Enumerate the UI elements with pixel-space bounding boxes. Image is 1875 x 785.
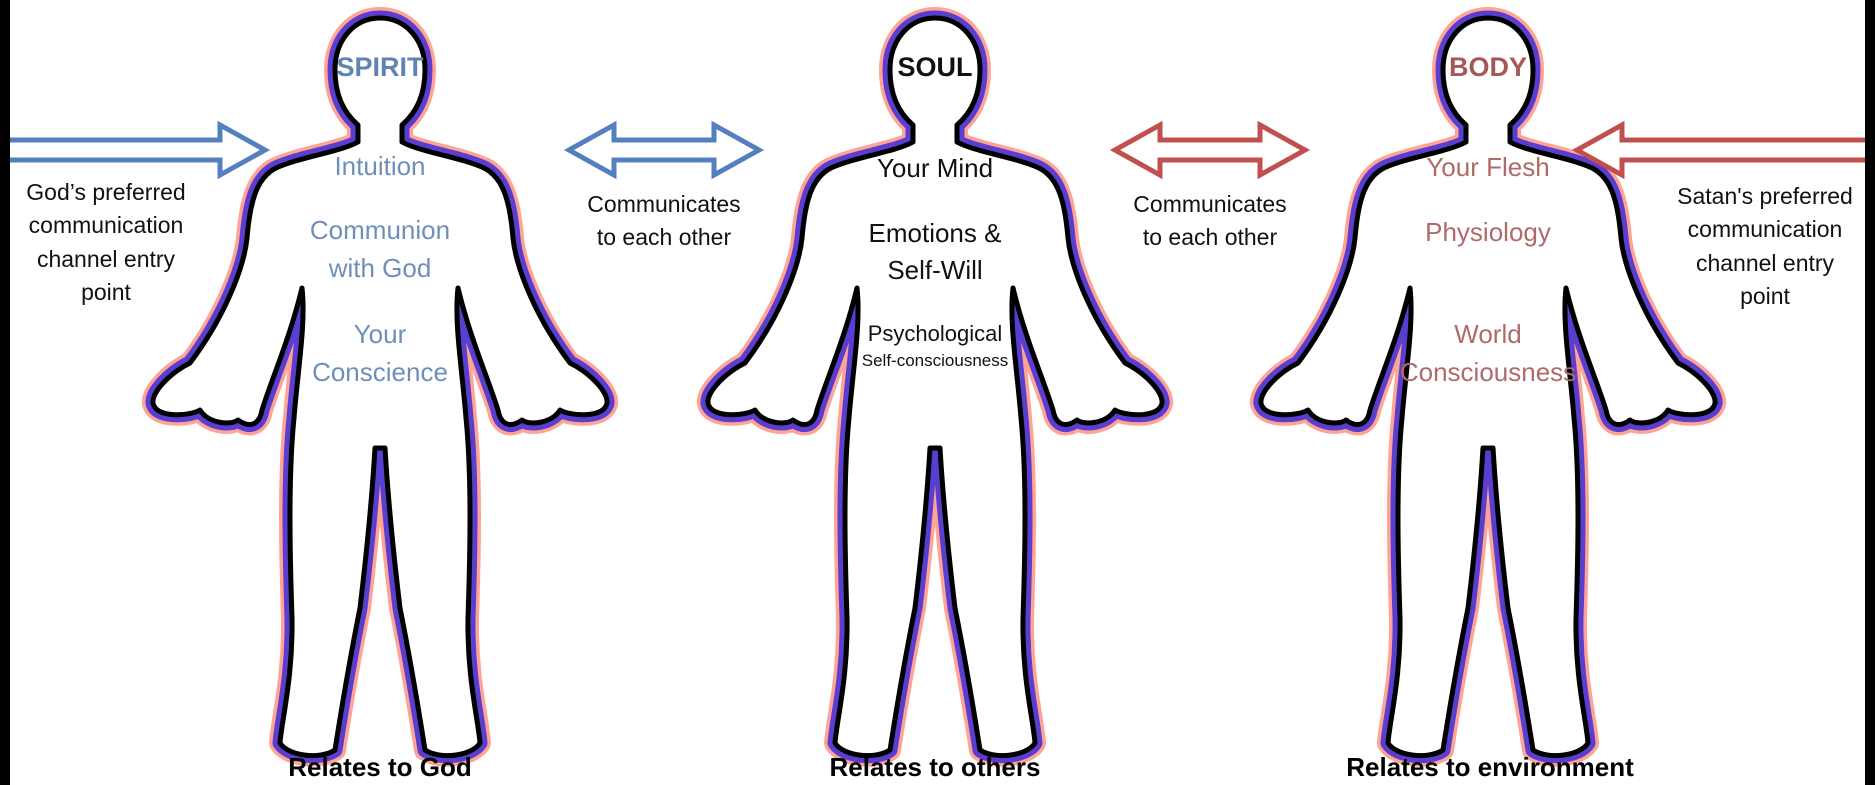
spirit-soul-link-caption: Communicates to each other (554, 188, 774, 255)
satan-caption-line-1: Satan's preferred (1677, 183, 1853, 209)
spirit-line-intuition: Intuition (334, 151, 426, 181)
satan-caption-line-4: point (1740, 283, 1790, 310)
spirit-soul-double-arrow (569, 125, 759, 175)
god-entry-arrow (10, 125, 265, 175)
soul-figure-outline (708, 18, 1162, 756)
soul-relates-label: Relates to others (829, 752, 1041, 782)
god-caption-line-1: God’s preferred (26, 179, 186, 205)
spirit-relates-label: Relates to God (288, 752, 472, 782)
soul-title: SOUL (897, 52, 973, 82)
spirit-line-communion: Communion (309, 215, 451, 245)
body-line-world: World (1454, 319, 1522, 349)
soul-line-psychological: Psychological (867, 321, 1003, 346)
spirit-line-with-god: with God (328, 253, 432, 283)
body-line-flesh: Your Flesh (1426, 152, 1550, 182)
left-link-line-1: Communicates (587, 191, 741, 217)
god-caption-line-4: point (81, 279, 131, 306)
body-relates-label: Relates to environment (1346, 752, 1634, 782)
god-caption-line-2: communication (28, 212, 184, 239)
soul-body-double-arrow (1115, 125, 1305, 175)
soul-line-mind: Your Mind (876, 153, 994, 183)
spirit-title: SPIRIT (336, 52, 424, 82)
satan-caption-line-2: communication (1687, 216, 1843, 243)
satan-caption-line-3: channel entry (1695, 249, 1835, 276)
spirit-line-your: Your (353, 319, 407, 349)
satan-entry-caption: Satan's preferred communication channel … (1665, 180, 1865, 313)
figure-outlines (10, 0, 1865, 785)
body-title: BODY (1448, 52, 1527, 82)
soul-line-emotions: Emotions & (868, 218, 1002, 248)
god-caption-line-3: channel entry (36, 245, 176, 272)
right-link-line-2: to each other (1142, 224, 1278, 251)
right-link-line-1: Communicates (1133, 191, 1287, 217)
soul-body-link-caption: Communicates to each other (1100, 188, 1320, 255)
god-entry-caption: God’s preferred communication channel en… (10, 176, 202, 309)
satan-entry-arrow (1577, 125, 1865, 175)
soul-line-self-consciousness: Self-consciousness (861, 351, 1009, 370)
body-line-physiology: Physiology (1425, 217, 1551, 247)
soul-line-self-will: Self-Will (887, 255, 983, 285)
diagram-canvas: SPIRIT Intuition Communion with God Your… (10, 0, 1865, 785)
body-line-consciousness: Consciousness (1399, 357, 1577, 387)
left-link-line-2: to each other (596, 224, 732, 251)
spirit-line-conscience: Conscience (312, 357, 448, 387)
